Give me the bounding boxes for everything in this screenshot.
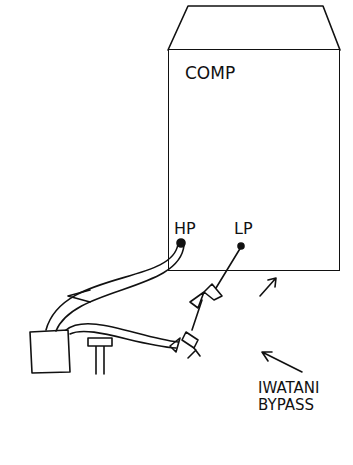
gauge-body [30, 330, 70, 373]
lp-line [216, 247, 241, 288]
valve-symbol [190, 284, 222, 308]
lp-line [192, 300, 202, 330]
roof-outline [168, 6, 340, 50]
callout-text: IWATANI BYPASS [258, 380, 350, 415]
flow-arrow [260, 278, 276, 296]
unit-name: COMP [185, 64, 235, 83]
bypass-hose [70, 331, 176, 348]
bypass-hose [66, 324, 178, 342]
hp-hose [56, 245, 184, 331]
flow-arrow [68, 290, 90, 302]
valve-handle [188, 348, 200, 358]
compressor-box: COMP HP LP [168, 49, 340, 271]
leader-arrow [262, 352, 302, 372]
port-label: HP [174, 220, 196, 238]
port-label: LP [234, 220, 253, 238]
fitting-symbol [88, 338, 112, 374]
